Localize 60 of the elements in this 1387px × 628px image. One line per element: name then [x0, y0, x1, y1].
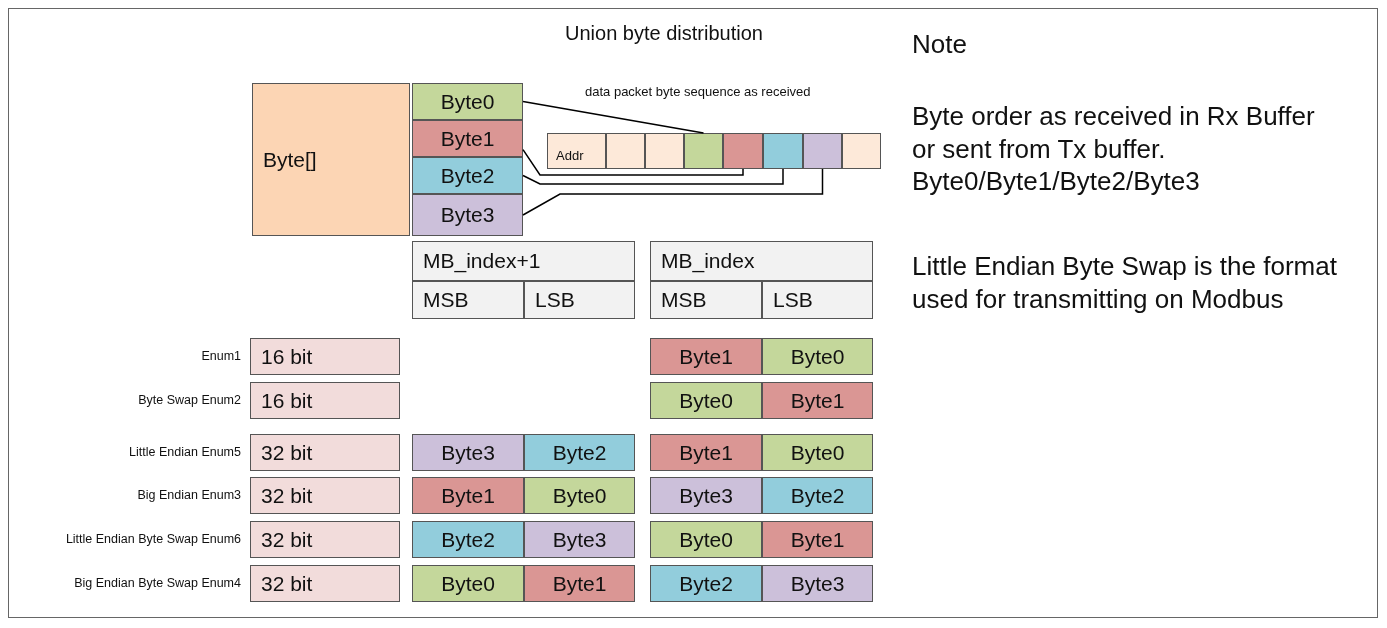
row-label: Byte Swap Enum2	[138, 393, 241, 407]
byte-cell: Byte0	[650, 382, 762, 419]
byte-array-box: Byte[]	[252, 83, 410, 236]
row-label: Big Endian Byte Swap Enum4	[74, 576, 241, 590]
bit-width-box: 32 bit	[250, 434, 400, 471]
byte-cell: Byte3	[524, 521, 635, 558]
connector-line	[522, 168, 824, 216]
byte-cell: Byte0	[412, 565, 524, 602]
header-cell: MB_index+1	[412, 241, 635, 281]
header-cell: LSB	[762, 281, 873, 319]
byte-cell: Byte1	[524, 565, 635, 602]
byte-cell: Byte1	[650, 338, 762, 375]
byte-cell: Byte2	[412, 157, 523, 194]
row-label: Little Endian Enum5	[129, 445, 241, 459]
note-heading: Note	[912, 28, 967, 61]
header-cell: LSB	[524, 281, 635, 319]
packet-cell	[842, 133, 881, 169]
byte-cell: Byte0	[650, 521, 762, 558]
byte-cell: Byte1	[762, 521, 873, 558]
byte-cell: Byte0	[762, 338, 873, 375]
byte-cell: Byte1	[762, 382, 873, 419]
byte-cell: Byte0	[762, 434, 873, 471]
connector-line	[522, 148, 744, 176]
byte-cell: Byte1	[412, 477, 524, 514]
byte-cell: Byte1	[412, 120, 523, 157]
packet-cell	[645, 133, 684, 169]
byte-cell: Byte0	[524, 477, 635, 514]
packet-cell	[684, 133, 723, 169]
byte-cell: Byte3	[650, 477, 762, 514]
bit-width-box: 32 bit	[250, 565, 400, 602]
byte-cell: Byte2	[650, 565, 762, 602]
byte-cell: Byte2	[762, 477, 873, 514]
byte-cell: Byte2	[524, 434, 635, 471]
byte-cell: Byte3	[412, 194, 523, 236]
packet-cell	[723, 133, 763, 169]
sequence-caption: data packet byte sequence as received	[585, 84, 811, 101]
byte-cell: Byte2	[412, 521, 524, 558]
row-label: Little Endian Byte Swap Enum6	[65, 532, 241, 546]
byte-cell: Byte1	[650, 434, 762, 471]
note-text: Little Endian Byte Swap is the format used for transmitting on Modbus	[912, 250, 1338, 315]
byte-cell: Byte3	[412, 434, 524, 471]
row-label: Enum1	[201, 349, 241, 363]
header-cell: MSB	[412, 281, 524, 319]
bit-width-box: 32 bit	[250, 477, 400, 514]
packet-cell: Addr	[547, 133, 606, 169]
connector-line	[522, 100, 705, 134]
header-cell: MSB	[650, 281, 762, 319]
byte-cell: Byte0	[412, 83, 523, 120]
note-text: Byte order as received in Rx Buffer or sent from Tx buffer. Byte0/Byte1/Byte2/Byte3	[912, 100, 1316, 198]
packet-cell	[803, 133, 842, 169]
bit-width-box: 16 bit	[250, 382, 400, 419]
byte-cell: Byte3	[762, 565, 873, 602]
connector-line	[522, 168, 784, 185]
diagram-title: Union byte distribution	[565, 22, 763, 45]
packet-cell	[763, 133, 803, 169]
bit-width-box: 32 bit	[250, 521, 400, 558]
header-cell: MB_index	[650, 241, 873, 281]
row-label: Big Endian Enum3	[137, 488, 241, 502]
bit-width-box: 16 bit	[250, 338, 400, 375]
packet-cell	[606, 133, 645, 169]
